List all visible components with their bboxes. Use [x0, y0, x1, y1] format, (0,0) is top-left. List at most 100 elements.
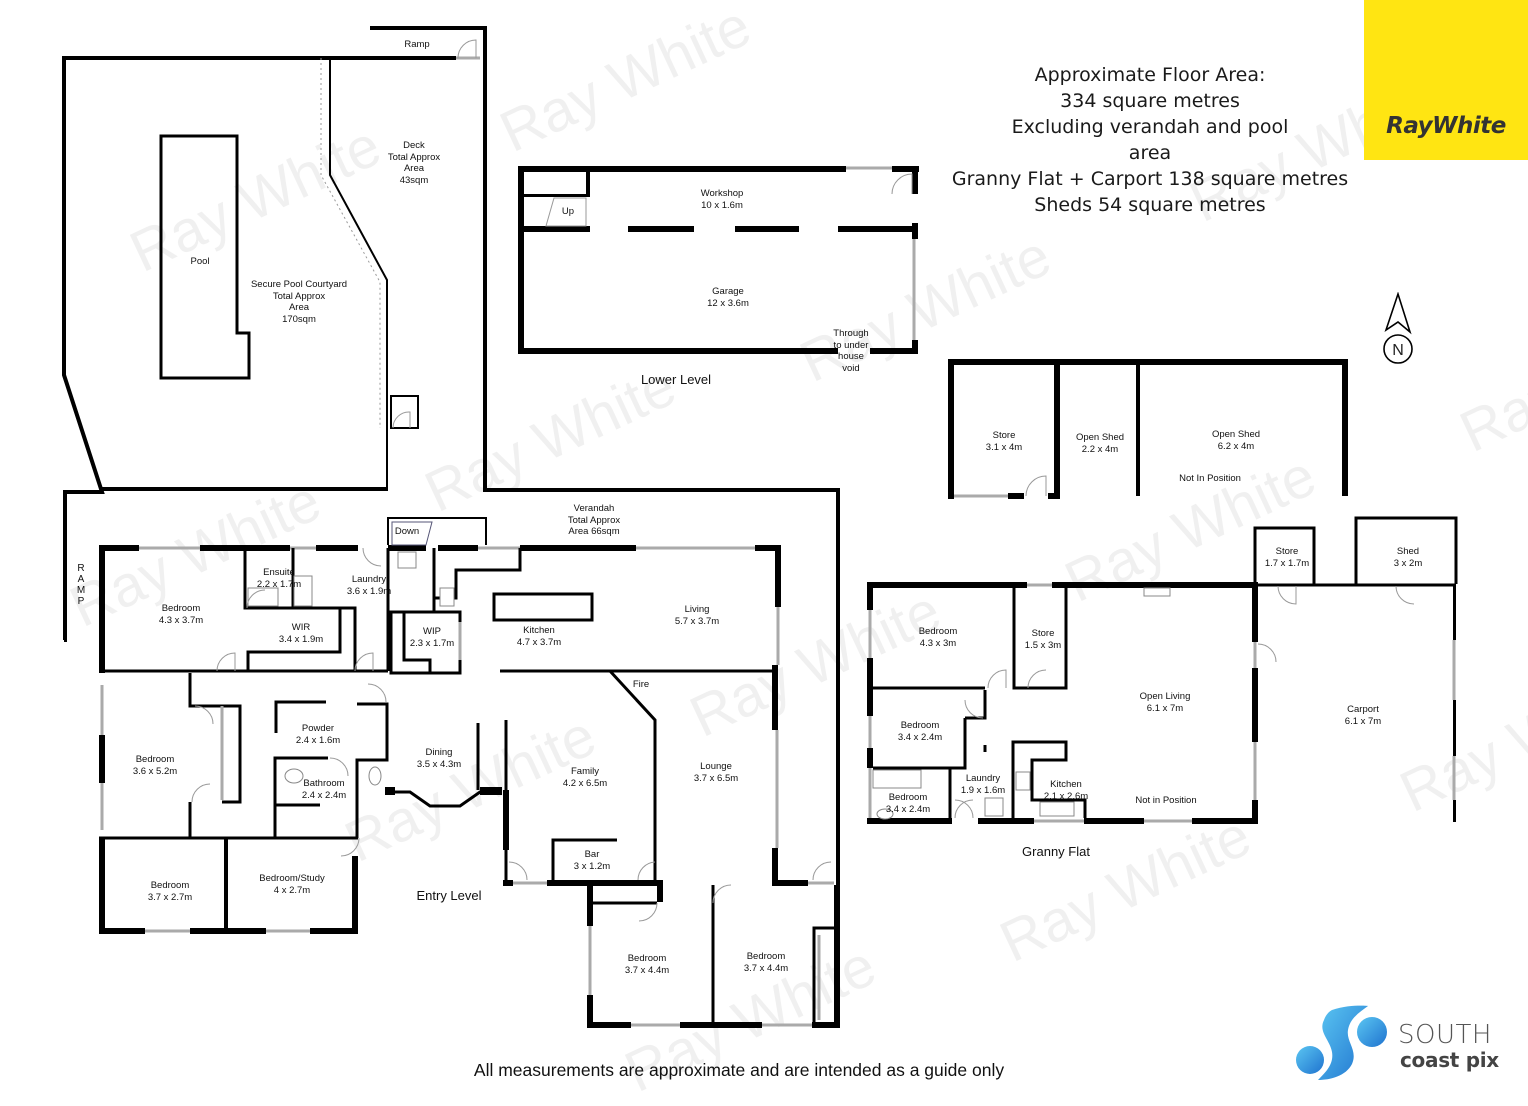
verandah-line: Total Approx	[567, 514, 621, 526]
ramp-letter: R	[77, 563, 85, 574]
room-size: 4.2 x 6.5m	[562, 777, 608, 789]
room-name: Bedroom	[888, 792, 928, 803]
verandah-line: Area 66sqm	[568, 526, 620, 537]
deck-line: 43sqm	[399, 174, 429, 186]
room-name: Bar	[584, 849, 600, 860]
room-name: WIP	[423, 626, 441, 637]
room-powder: Powder 2.4 x 1.6m	[296, 723, 340, 746]
room-garage: Garage 12 x 3.6m	[707, 286, 749, 309]
pool-label: Pool	[190, 256, 210, 267]
granny-bedroom-3: Bedroom 3.4 x 2.4m	[886, 792, 930, 815]
granny-bedroom-1: Bedroom 4.3 x 3m	[919, 626, 958, 649]
courtyard-line: Secure Pool Courtyard	[250, 279, 348, 290]
room-bedroom-study: Bedroom/Study 4 x 2.7m	[259, 873, 324, 896]
room-name: Bedroom	[746, 951, 786, 962]
room-size: 6.2 x 4m	[1217, 440, 1255, 452]
south-coast-pix-mark-icon	[1296, 1005, 1387, 1080]
disclaimer-text: All measurements are approximate and are…	[473, 1060, 1005, 1080]
room-name: Kitchen	[523, 625, 555, 636]
room-workshop: Workshop 10 x 1.6m	[701, 188, 744, 211]
entry-level-walls	[64, 492, 840, 1028]
sheds-walls	[948, 359, 1348, 499]
room-name: Open Living	[1139, 691, 1191, 702]
deck-line: Area	[403, 163, 425, 174]
room-size: 10 x 1.6m	[701, 199, 743, 211]
room-name: Living	[684, 604, 710, 615]
room-bedroom-5: Bedroom 3.7 x 4.4m	[744, 951, 788, 974]
courtyard-line: Total Approx	[272, 290, 326, 302]
room-name: Powder	[301, 723, 335, 734]
room-size: 3 x 2m	[1393, 557, 1423, 569]
room-family: Family 4.2 x 6.5m	[563, 766, 607, 789]
room-size: 3.4 x 2.4m	[897, 731, 943, 743]
summary-line: Approximate Floor Area:	[1034, 64, 1266, 86]
room-name: Bedroom/Study	[259, 873, 325, 884]
room-bedroom-3: Bedroom 3.7 x 2.7m	[148, 880, 192, 903]
verandah-label: Verandah Total Approx Area 66sqm	[568, 503, 620, 538]
granny-laundry: Laundry 1.9 x 1.6m	[961, 773, 1005, 796]
summary-line: area	[1128, 142, 1172, 164]
room-name: Store	[992, 430, 1016, 441]
floor-area-summary: Approximate Floor Area: 334 square metre…	[952, 62, 1348, 218]
room-size: 3.7 x 4.4m	[624, 964, 670, 976]
level-title-entry: Entry Level	[416, 888, 482, 903]
room-open-shed-large: Open Shed 6.2 x 4m	[1212, 429, 1260, 452]
room-name: Open Shed	[1075, 432, 1125, 443]
south-coast-pix-logo: SOUTH coast pix	[1290, 1000, 1528, 1080]
granny-shed: Shed 3 x 2m	[1394, 546, 1423, 569]
room-size: 3.5 x 4.3m	[416, 758, 462, 770]
room-name: Garage	[712, 286, 744, 297]
fire-label: Fire	[632, 679, 650, 690]
note-line: house	[838, 351, 864, 362]
level-title-lower: Lower Level	[640, 372, 712, 387]
room-size: 12 x 3.6m	[707, 297, 749, 309]
room-size: 2.1 x 2.6m	[1043, 790, 1089, 802]
room-size: 6.1 x 7m	[1146, 702, 1184, 714]
note-line: to under	[833, 339, 869, 351]
deck-label: Deck Total Approx Area 43sqm	[388, 140, 440, 186]
granny-note: Not in Position	[1135, 795, 1197, 806]
north-label: N	[1392, 342, 1404, 359]
room-name: Carport	[1347, 704, 1379, 715]
room-name: Dining	[425, 747, 453, 758]
stairs-down-label: Down	[394, 526, 420, 537]
room-name: Ensuite	[263, 567, 295, 578]
granny-open-living: Open Living 6.1 x 7m	[1140, 691, 1191, 714]
room-bedroom-2: Bedroom 3.6 x 5.2m	[133, 754, 177, 777]
room-bedroom-4: Bedroom 3.7 x 4.4m	[625, 953, 669, 976]
courtyard-label: Secure Pool Courtyard Total Approx Area …	[251, 279, 347, 325]
granny-flat-walls	[867, 516, 1458, 824]
deck-line: Deck	[403, 140, 425, 151]
south-coast-pix-bottom: coast pix	[1400, 1048, 1499, 1072]
room-name: Bedroom	[150, 880, 190, 891]
room-laundry: Laundry 3.6 x 1.9m	[347, 574, 391, 597]
room-name: Bedroom	[161, 603, 201, 614]
room-name: WIR	[291, 622, 311, 633]
room-size: 2.2 x 1.7m	[256, 578, 302, 590]
room-name: Store	[1031, 628, 1055, 639]
room-name: Bedroom	[900, 720, 940, 731]
ramp-top-label: Ramp	[404, 39, 430, 50]
note-line: Through	[833, 328, 869, 339]
room-name: Laundry	[351, 574, 387, 585]
summary-line: Granny Flat + Carport 138 square metres	[951, 168, 1349, 190]
granny-store: Store 1.5 x 3m	[1025, 628, 1061, 651]
granny-bedroom-2: Bedroom 3.4 x 2.4m	[898, 720, 942, 743]
room-open-shed-small: Open Shed 2.2 x 4m	[1076, 432, 1124, 455]
room-size: 2.3 x 1.7m	[409, 637, 455, 649]
room-size: 3.6 x 1.9m	[346, 585, 392, 597]
room-size: 6.1 x 7m	[1344, 715, 1382, 727]
room-size: 3.4 x 1.9m	[278, 633, 324, 645]
room-name: Bathroom	[303, 778, 345, 789]
room-size: 3.7 x 2.7m	[147, 891, 193, 903]
room-size: 5.7 x 3.7m	[674, 615, 720, 627]
verandah-line: Verandah	[573, 503, 615, 514]
room-size: 3.6 x 5.2m	[132, 765, 178, 777]
room-wir: WIR 3.4 x 1.9m	[279, 622, 323, 645]
room-size: 4.7 x 3.7m	[516, 636, 562, 648]
room-dining: Dining 3.5 x 4.3m	[417, 747, 461, 770]
lower-level-walls	[518, 166, 919, 354]
ramp-letter: M	[76, 585, 86, 596]
room-bedroom-master: Bedroom 4.3 x 3.7m	[159, 603, 203, 626]
room-name: Open Shed	[1211, 429, 1261, 440]
